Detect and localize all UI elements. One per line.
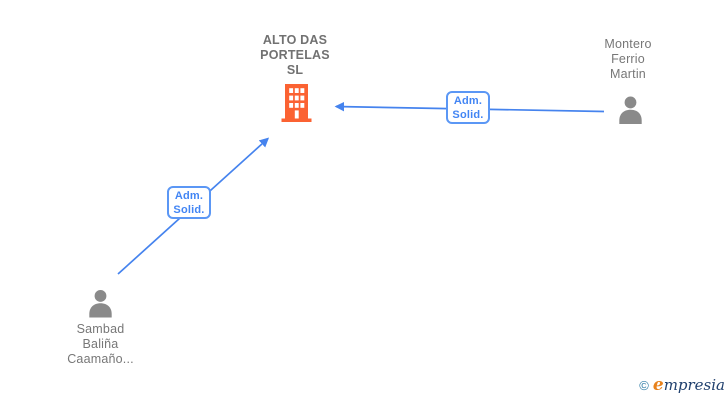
person-left-node[interactable] <box>86 288 115 318</box>
company-node[interactable] <box>281 84 312 122</box>
person-icon <box>619 96 642 124</box>
person-icon <box>89 290 112 318</box>
company-node-label[interactable]: ALTO DAS PORTELAS SL <box>225 33 365 78</box>
brand-rest: mpresia <box>663 376 725 394</box>
person-name-line: Montero <box>604 37 652 51</box>
edge-label-right-adm-solid[interactable]: Adm. Solid. <box>446 91 490 124</box>
company-name-line: SL <box>286 63 304 77</box>
person-name-line: Caamaño... <box>67 352 134 366</box>
person-right-node[interactable] <box>616 95 645 124</box>
company-name-line: PORTELAS <box>260 48 330 62</box>
building-icon <box>281 84 312 122</box>
person-name-line: Martin <box>610 67 646 81</box>
brand-wordmark: empresia <box>653 375 725 395</box>
edge-label-line: Solid. <box>173 203 205 216</box>
person-name-line: Baliña <box>82 337 119 351</box>
edge-label-line: Solid. <box>452 108 484 121</box>
edge-label-left-adm-solid[interactable]: Adm. Solid. <box>167 186 211 219</box>
brand-first-letter: e <box>652 375 664 395</box>
company-name-line: ALTO DAS <box>262 33 328 47</box>
person-right-node-label[interactable]: Montero Ferrio Martin <box>568 37 688 82</box>
person-name-line: Ferrio <box>611 52 645 66</box>
copyright-icon: © <box>639 378 649 393</box>
person-left-node-label[interactable]: Sambad Baliña Caamaño... <box>43 322 158 367</box>
edge-label-line: Adm. <box>453 94 483 107</box>
edge-label-line: Adm. <box>174 189 204 202</box>
empresia-logo[interactable]: © empresia <box>639 375 725 395</box>
person-name-line: Sambad <box>76 322 125 336</box>
